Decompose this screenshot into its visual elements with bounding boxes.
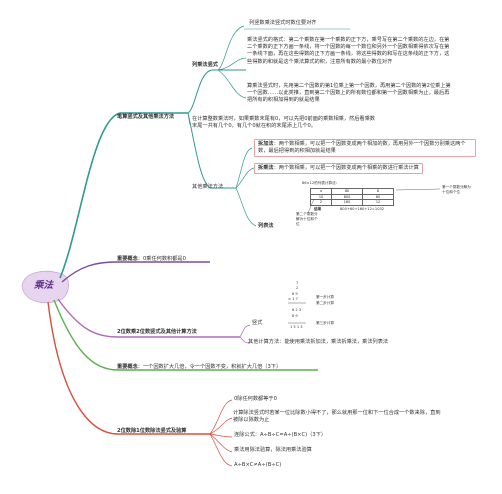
sample-rules bbox=[288, 302, 306, 324]
b3-vertical-label[interactable]: 竖式 bbox=[252, 320, 263, 326]
sample-line: 8 9 bbox=[292, 314, 298, 318]
branch-b1-label[interactable]: 笔算竖式及其他乘法方法 bbox=[117, 114, 175, 120]
table-method-label[interactable]: 列表法 bbox=[258, 223, 274, 229]
vertical-item-1: 列竖数乘法竖式时数位要对齐 bbox=[249, 20, 317, 26]
b5-item-3: 连除公式：A÷B÷C=A÷(B×C)（3下） bbox=[234, 432, 327, 438]
branch-b2-concept[interactable]: 重要概念：0乘任何数积都是0 bbox=[117, 256, 186, 263]
branch-b4-label: 重要概念 bbox=[117, 364, 138, 370]
lattice-note-left: 第二个乘数分解为十位和个位 bbox=[296, 212, 318, 226]
sample-line: 1 5 1 3 bbox=[290, 325, 303, 329]
branch-b4-concept[interactable]: 重要概念：一个因数扩大几倍，令一个因数不变，积就扩大几倍（3下） bbox=[117, 364, 281, 371]
branch-b3-label[interactable]: 2位数乘2位数竖式及其他计算方法 bbox=[117, 329, 197, 335]
vertical-item-3: 算乘法竖式时，先用第二个因数的第1位乘上第一个因数，再用第二个因数的第2位乘上第… bbox=[247, 83, 451, 104]
split-mul-method: 拆乘法：两个数相乘，可以把一个因数变成两个相乘的数进行乘法计算 bbox=[254, 163, 423, 175]
b5-item-5: A÷B×C≠A÷(B÷C) bbox=[234, 462, 282, 468]
carry-digit-a: 7 bbox=[296, 281, 299, 285]
branch-b5-line bbox=[47, 301, 210, 435]
split-add-title: 拆加法 bbox=[258, 141, 274, 147]
branch-b3-line bbox=[57, 298, 240, 338]
branch-b2-label: 重要概念 bbox=[117, 256, 138, 262]
lattice-result-value: 800+60+160+12=1032 bbox=[340, 207, 385, 211]
branch-b4-text: ：一个因数扩大几倍，令一个因数不变，积就扩大几倍（3下） bbox=[137, 364, 282, 370]
branch-b1-line bbox=[59, 112, 188, 279]
root-topic[interactable]: 乘法 bbox=[34, 280, 54, 291]
b3-vertical-sample: 7 2 8 9 × 1 7 6 2 3 8 9 1 5 1 3 第一步计算 第二… bbox=[282, 281, 348, 333]
split-add-text: ：两个数相乘，可以把一个因数变成两个相加的数，再用另外一个因数分别乘这两个数，最… bbox=[258, 141, 466, 155]
lattice-cell: 12 bbox=[362, 199, 394, 206]
b3-other-methods[interactable]: 其他计算方法：能使用乘法拆加法，乘法拆乘法，乘法列表法 bbox=[248, 339, 389, 345]
branch-b2-line bbox=[61, 261, 210, 283]
branch-b1-vertical-line bbox=[187, 69, 246, 114]
sample-line: 6 2 3 bbox=[292, 308, 302, 312]
split-mul-text: ：两个数相乘，可以把一个因数变成两个相乘的数进行乘法计算 bbox=[273, 165, 419, 171]
root-shape bbox=[21, 270, 69, 303]
b5-item-2: 计算除法竖式时若某一位比除数小得不了，那么就用那一位和下一位合成一个数来除，直到… bbox=[233, 410, 441, 424]
lattice-arrows bbox=[307, 188, 441, 214]
lattice-note-right: 第一个乘数分解为十位和个位 bbox=[442, 185, 471, 194]
b5-item-4: 乘法用除法验算，除法用乘法验算 bbox=[234, 447, 312, 453]
trailing-zeros-rule: 在计算整数乘法时，如果乘数末尾有0，可以先把0前面的乘数相乘，然后看乘数末尾一共… bbox=[192, 116, 375, 130]
b5-item-1: 0除任何数都等于0 bbox=[234, 396, 277, 402]
sample-line: × 1 7 bbox=[288, 297, 298, 301]
vertical-method-label[interactable]: 列乘法竖式 bbox=[192, 62, 218, 68]
branch-b5-label[interactable]: 2位数除1位数除法竖式及验算 bbox=[117, 428, 187, 434]
branch-b2-text: ：0乘任何数积都是0 bbox=[137, 256, 186, 262]
vertical-item-2: 乘法竖式的格式：第二个乘数在第一个乘数的正下方，乘号写在第二个乘数的左边，在第二… bbox=[247, 37, 450, 65]
branch-b1-other-line bbox=[187, 112, 236, 189]
branch-b4-line bbox=[53, 299, 318, 371]
sample-line: 8 9 bbox=[292, 292, 298, 296]
split-mul-title: 拆乘法 bbox=[258, 165, 274, 171]
sample-note-1: 第一步计算 bbox=[316, 295, 334, 299]
lattice-result-label: 结果 bbox=[314, 207, 322, 211]
other-methods-label[interactable]: 其他乘法方法 bbox=[192, 184, 224, 190]
carry-digit-b: 2 bbox=[296, 286, 299, 290]
sample-note-3: 第三步计算 bbox=[316, 321, 334, 325]
table-method-title: 86×12的列表计算法： bbox=[302, 181, 340, 185]
split-add-method: 拆加法：两个数相乘，可以把一个因数变成两个相加的数，再用另外一个因数分别乘这两个… bbox=[254, 139, 476, 158]
sample-note-2: 第二步计算 bbox=[316, 301, 334, 305]
